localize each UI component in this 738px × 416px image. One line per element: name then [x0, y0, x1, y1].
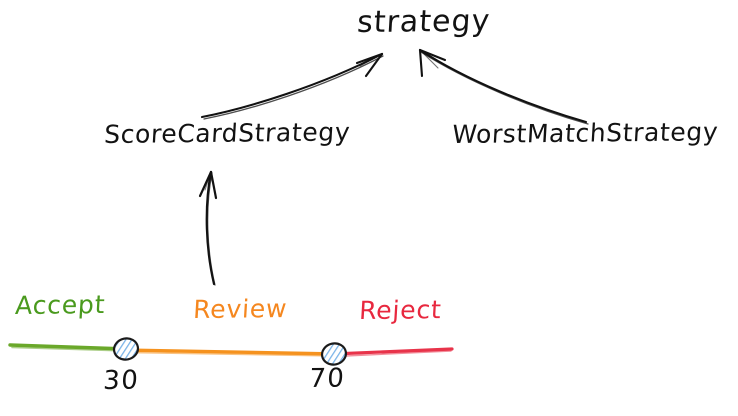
class-label-worstmatchstrategy: WorstMatchStrategy [451, 117, 720, 149]
segment-reject [331, 347, 454, 358]
threshold-node-30[interactable] [112, 336, 140, 362]
class-label-scorecardstrategy: ScoreCardStrategy [103, 117, 352, 149]
band-label-accept: Accept [14, 290, 107, 320]
threshold-number-line [8, 336, 454, 367]
class-label-strategy: strategy [356, 3, 492, 40]
threshold-value-30: 30 [102, 365, 141, 396]
band-label-review: Review [192, 294, 289, 324]
segment-accept [8, 343, 129, 352]
threshold-node-70[interactable] [320, 341, 348, 367]
arrow-numberline-to-scorecard [198, 170, 218, 286]
segment-review [122, 348, 338, 357]
arrow-worstmatch-to-strategy [418, 48, 589, 125]
arrow-scorecard-to-strategy [200, 52, 384, 120]
band-label-reject: Reject [358, 295, 443, 325]
threshold-value-70: 70 [308, 363, 347, 394]
